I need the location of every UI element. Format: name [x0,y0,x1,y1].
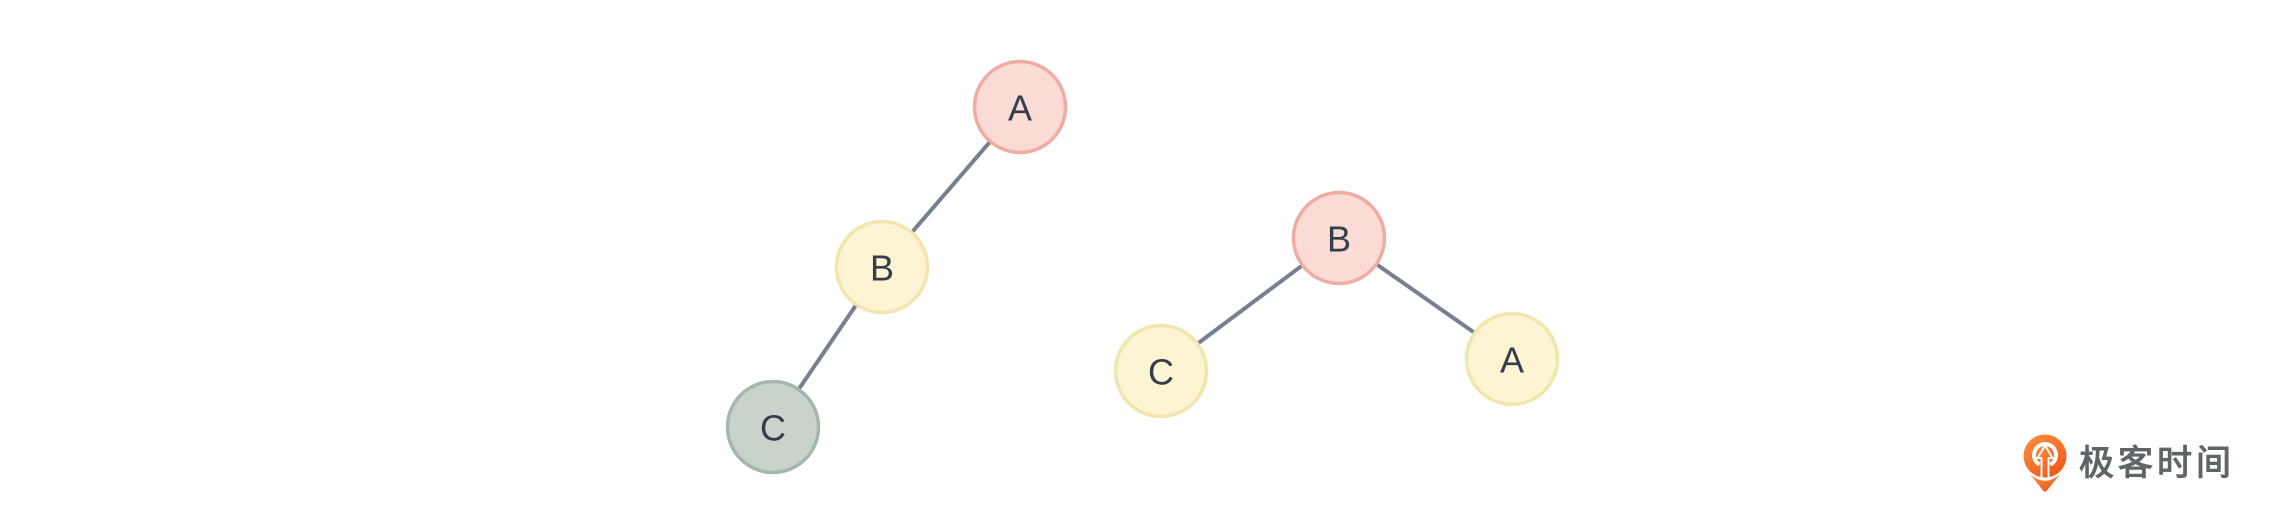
tree-node-label-C: C [760,408,786,449]
tree-node-label-B: B [1327,219,1351,260]
tree-node-label-B: B [870,248,894,289]
tree-node-B [1291,190,1387,286]
geektime-logo: 极客时间 [2022,434,2235,492]
tree-node-B [834,219,930,315]
arrow-needle [2036,444,2054,480]
unbalanced-tree: A B C [725,59,1068,475]
balanced-tree: B C A [1113,190,1560,419]
tree-node-C [1113,323,1209,419]
tree-node-A [972,59,1068,155]
tree-node-label-A: A [1500,340,1524,381]
geektime-logo-text: 极客时间 [2079,443,2236,483]
tree-node-C [725,379,821,475]
tree-node-label-A: A [1008,88,1032,129]
geektime-pin-icon [2023,434,2067,492]
tree-node-A [1464,311,1560,407]
clock-ring [2032,442,2059,468]
tree-node-label-C: C [1148,352,1174,393]
pin-tail [2030,474,2060,492]
